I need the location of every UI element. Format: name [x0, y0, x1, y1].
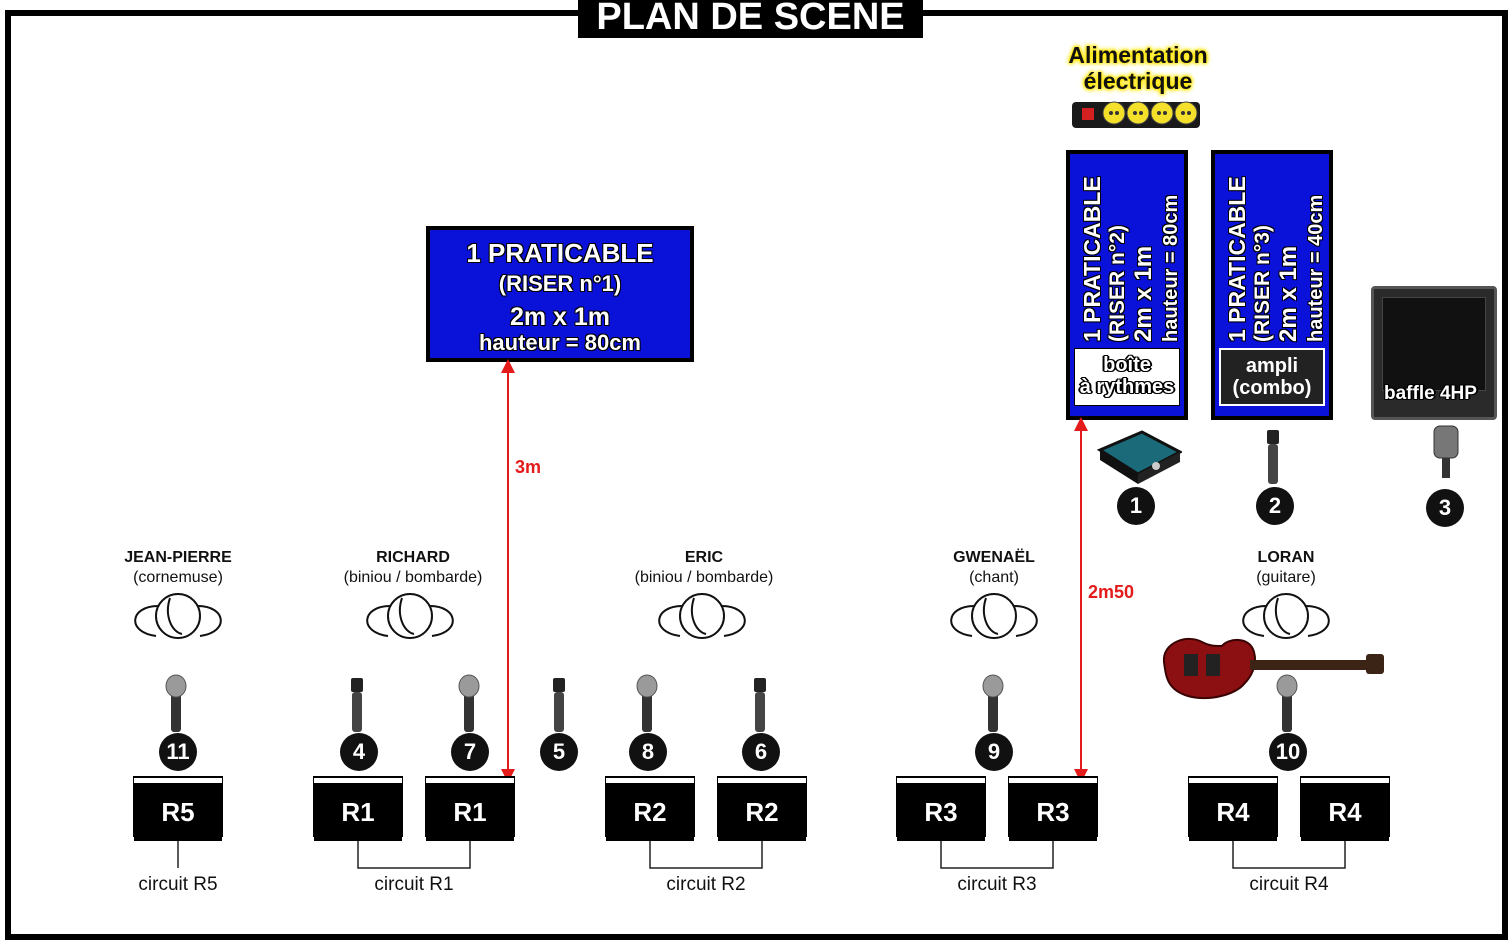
input-number-7: 7 — [451, 733, 489, 771]
mic-4-icon — [351, 678, 363, 732]
musician-instrument: (chant) — [884, 569, 1104, 587]
musician-gwenael: GWENAËL (chant) — [884, 549, 1104, 587]
input-number-1: 1 — [1117, 487, 1155, 525]
circuit-r4-label: circuit R4 — [1209, 874, 1369, 896]
mic-11-icon — [166, 675, 186, 732]
input-number-3: 3 — [1426, 489, 1464, 527]
input-number-9: 9 — [975, 733, 1013, 771]
circuit-r2-label: circuit R2 — [626, 874, 786, 896]
musician-name: JEAN-PIERRE — [68, 549, 288, 567]
monitor-r3-a: R3 — [897, 782, 985, 841]
musician-name: LORAN — [1176, 549, 1396, 567]
input-number-5: 5 — [540, 733, 578, 771]
mic-2-icon — [1267, 430, 1279, 484]
musician-heads — [135, 594, 1329, 638]
musician-loran: LORAN (guitare) — [1176, 549, 1396, 587]
musician-name: ERIC — [594, 549, 814, 567]
monitor-r2-b: R2 — [718, 782, 806, 841]
electric-guitar-icon — [1158, 632, 1384, 704]
musician-richard: RICHARD (biniou / bombarde) — [303, 549, 523, 587]
musician-name: RICHARD — [303, 549, 523, 567]
mic-3-icon — [1434, 426, 1458, 478]
musician-jean-pierre: JEAN-PIERRE (cornemuse) — [68, 549, 288, 587]
input-number-11: 11 — [159, 733, 197, 771]
circuit-r5-label: circuit R5 — [98, 874, 258, 896]
monitor-r5: R5 — [134, 782, 222, 841]
mic-8-icon — [637, 675, 657, 732]
mic-6-icon — [754, 678, 766, 732]
input-number-2: 2 — [1256, 487, 1294, 525]
musician-head-icon — [135, 594, 221, 638]
monitor-r4-b: R4 — [1301, 782, 1389, 841]
musician-head-icon — [951, 594, 1037, 638]
monitor-r2-a: R2 — [606, 782, 694, 841]
riser-1-distance: 3m — [515, 457, 541, 478]
input-number-10: 10 — [1269, 733, 1307, 771]
input-number-4: 4 — [340, 733, 378, 771]
monitor-r1-a: R1 — [314, 782, 402, 841]
musician-instrument: (biniou / bombarde) — [594, 569, 814, 587]
circuit-lines — [178, 838, 1345, 868]
musician-name: GWENAËL — [884, 549, 1104, 567]
musician-instrument: (cornemuse) — [68, 569, 288, 587]
monitor-r1-b: R1 — [426, 782, 514, 841]
mic-9-icon — [983, 675, 1003, 732]
musician-head-icon — [367, 594, 453, 638]
circuit-r3-label: circuit R3 — [917, 874, 1077, 896]
mic-7-icon — [459, 675, 479, 732]
input-number-8: 8 — [629, 733, 667, 771]
input-number-6: 6 — [742, 733, 780, 771]
musician-instrument: (guitare) — [1176, 569, 1396, 587]
circuit-r1-label: circuit R1 — [334, 874, 494, 896]
mic-5-icon — [553, 678, 565, 732]
musician-head-icon — [659, 594, 745, 638]
musician-instrument: (biniou / bombarde) — [303, 569, 523, 587]
monitor-r4-a: R4 — [1189, 782, 1277, 841]
monitor-r3-b: R3 — [1009, 782, 1097, 841]
musician-eric: ERIC (biniou / bombarde) — [594, 549, 814, 587]
